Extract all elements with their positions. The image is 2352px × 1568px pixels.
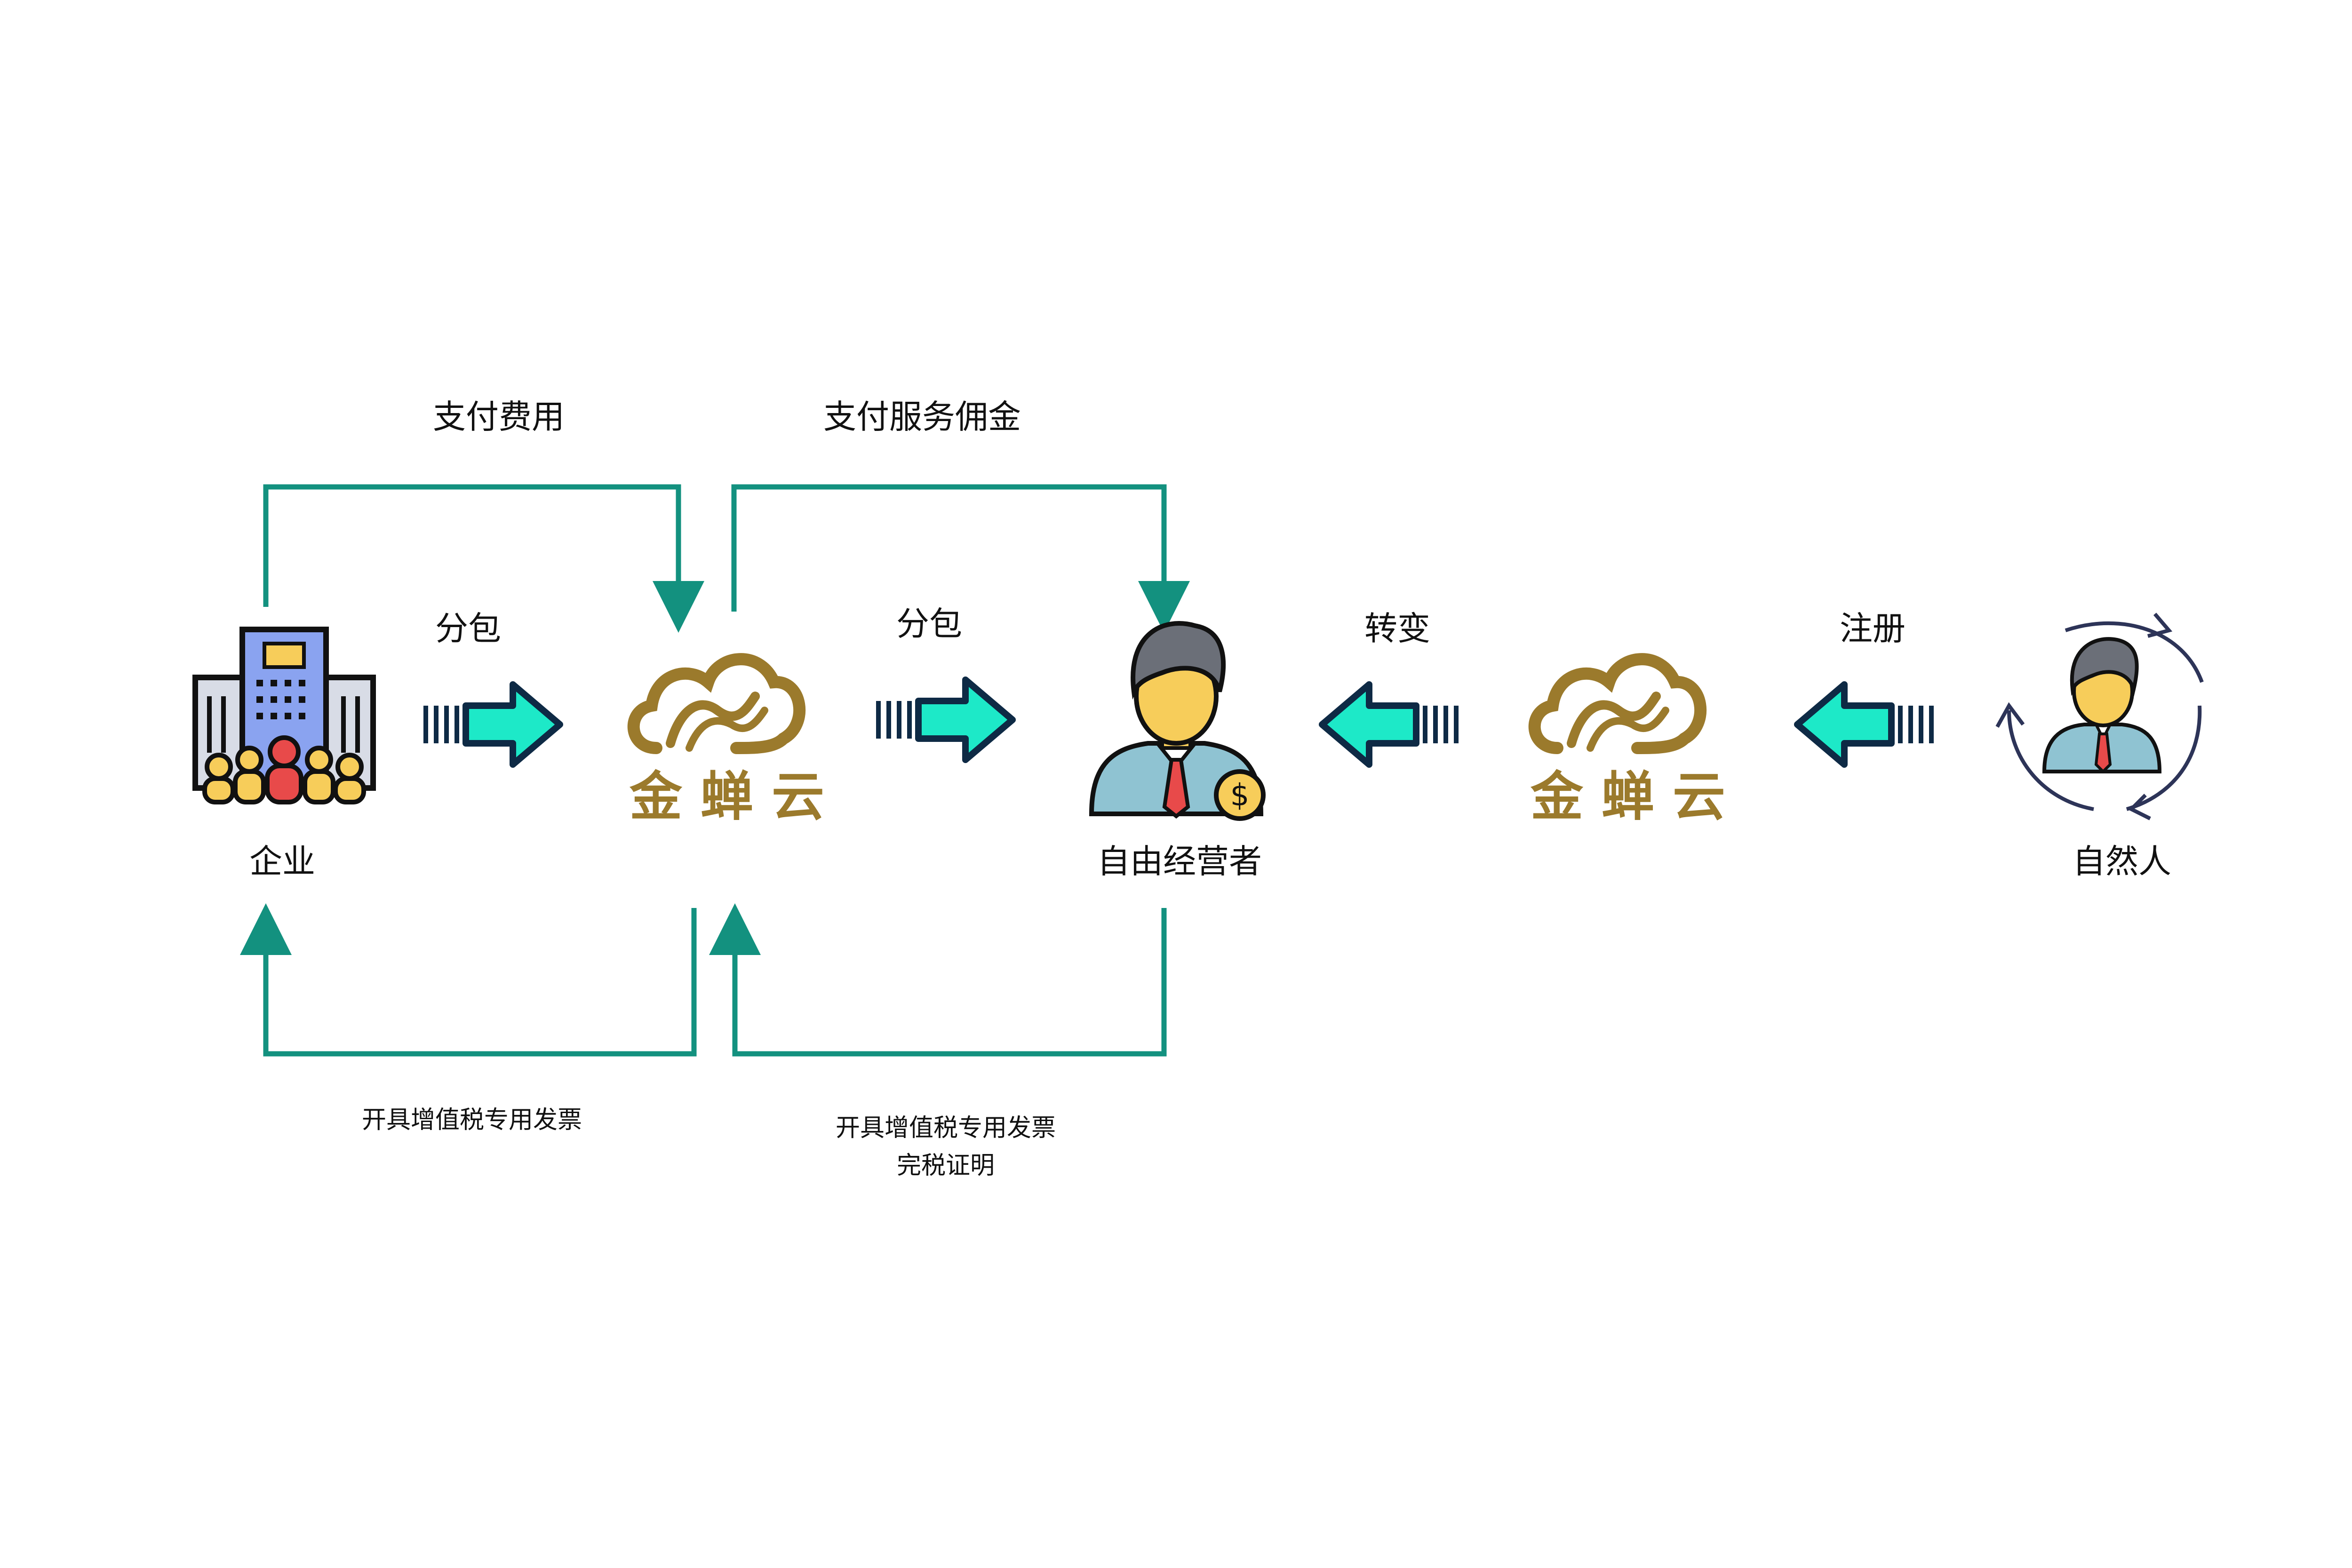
businessman-coin-icon: $ [1089, 621, 1266, 821]
edge-label-invoice-to-platform: 开具增值税专用发票 [835, 1114, 1056, 1142]
edge-label-subcontract-2: 分包 [896, 605, 962, 643]
node-label-enterprise: 企业 [249, 842, 315, 881]
svg-text:$: $ [1230, 778, 1250, 813]
edge-label-subcontract-1: 分包 [435, 609, 501, 648]
block-arrow-icon [876, 680, 1013, 760]
edge-label-register: 注册 [1840, 609, 1906, 648]
edge-label-pay-fee: 支付费用 [433, 398, 565, 436]
node-label-natural-person: 自然人 [2073, 842, 2171, 881]
connector-invoice-to-enterprise [240, 903, 697, 1057]
platform-logo-text-right: 金 蝉 云 [1530, 766, 1725, 828]
platform-logo-text-left: 金 蝉 云 [629, 766, 824, 828]
building-people-icon [192, 627, 376, 804]
connector-pay-commission [731, 484, 1190, 633]
cloud-logo-icon [634, 659, 799, 748]
block-arrow-icon [423, 685, 560, 764]
connector-invoice-to-platform [709, 903, 1167, 1057]
edge-label-invoice-to-enterprise: 开具增值税专用发票 [361, 1106, 582, 1134]
block-arrow-icon [1797, 685, 1934, 764]
node-label-freelancer: 自由经营者 [1097, 842, 1262, 881]
cloud-logo-icon [1535, 659, 1700, 748]
connector-pay-fee [263, 484, 704, 633]
person-cycle-icon [1995, 613, 2204, 820]
edge-label-transform: 转变 [1364, 609, 1430, 648]
edge-label-tax-certificate: 完税证明 [896, 1152, 995, 1180]
edge-label-pay-commission: 支付服务佣金 [823, 398, 1021, 436]
block-arrow-icon [1322, 685, 1459, 764]
